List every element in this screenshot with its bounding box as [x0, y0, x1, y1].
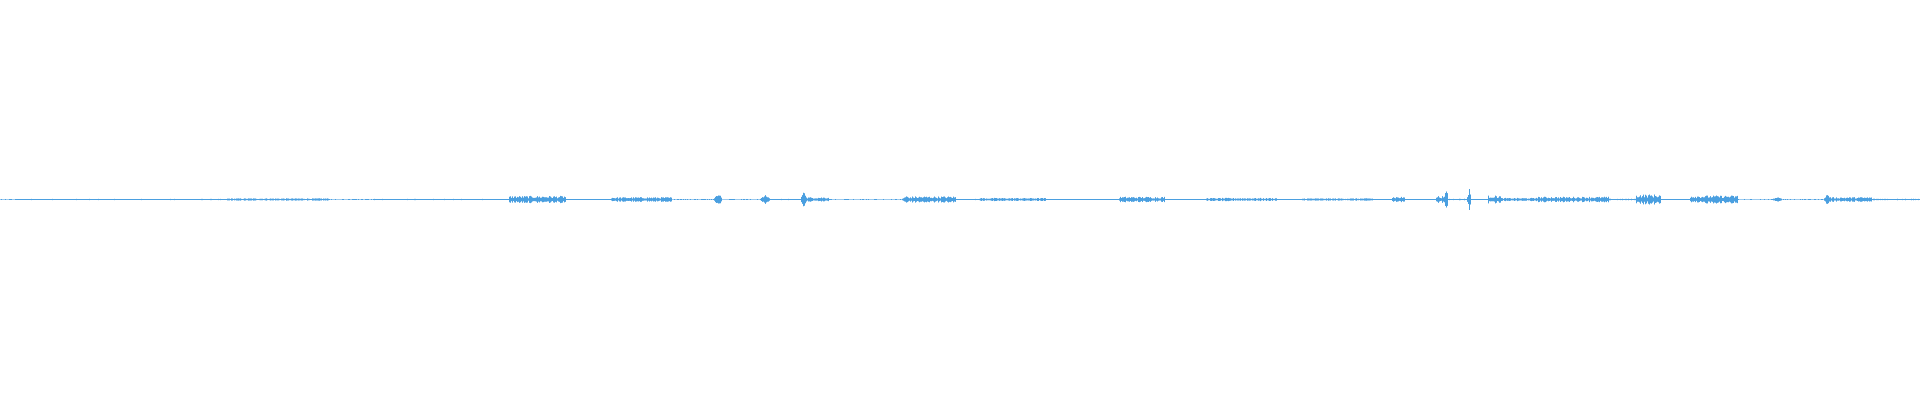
waveform-segment [1448, 198, 1467, 201]
waveform-peaks [1, 189, 1920, 210]
waveform-segment [1824, 195, 1830, 204]
waveform-segment [1501, 197, 1536, 202]
waveform-segment [227, 198, 330, 201]
waveform-segment [331, 199, 374, 200]
waveform-segment [714, 195, 722, 204]
waveform-segment [1206, 197, 1277, 202]
waveform-segment [902, 196, 910, 203]
waveform-segment [1277, 199, 1302, 200]
waveform-segment [1738, 199, 1772, 200]
waveform-segment [956, 198, 979, 201]
waveform-segment [1830, 197, 1872, 202]
waveform-segment [674, 199, 714, 200]
waveform-segment [1488, 195, 1501, 204]
waveform-segment [1373, 199, 1392, 200]
waveform-segment [1536, 196, 1609, 203]
waveform-segment [1467, 189, 1471, 210]
waveform-segment [1436, 196, 1444, 203]
waveform-segment [566, 199, 611, 200]
waveform-segment [760, 195, 770, 204]
waveform-segment [1690, 195, 1738, 204]
waveform-segment [801, 192, 806, 207]
waveform-segment [910, 196, 956, 203]
waveform-segment [374, 198, 509, 201]
waveform-segment [1444, 191, 1448, 208]
waveform-segment [1165, 199, 1206, 200]
waveform-segment [1471, 198, 1488, 201]
waveform-segment [509, 195, 566, 204]
waveform-segment [1609, 198, 1636, 201]
waveform-segment [1302, 198, 1373, 201]
waveform-segment [1872, 198, 1920, 201]
waveform-segment [1046, 199, 1119, 200]
waveform-segment [611, 197, 672, 202]
waveform-segment [15, 198, 227, 201]
waveform-segment [806, 197, 829, 202]
waveform-segment [729, 199, 758, 200]
waveform-segment [1772, 197, 1782, 202]
waveform-segment [979, 197, 1046, 202]
waveform-segment [1405, 199, 1436, 200]
waveform-segment [1, 199, 12, 200]
waveform-segment [1119, 196, 1165, 203]
waveform-segment [829, 199, 901, 200]
waveform-segment [1636, 194, 1661, 205]
waveform-segment [1392, 196, 1405, 203]
waveform-segment [1783, 199, 1823, 200]
waveform-segment [770, 198, 801, 201]
waveform-segment [1661, 199, 1690, 200]
